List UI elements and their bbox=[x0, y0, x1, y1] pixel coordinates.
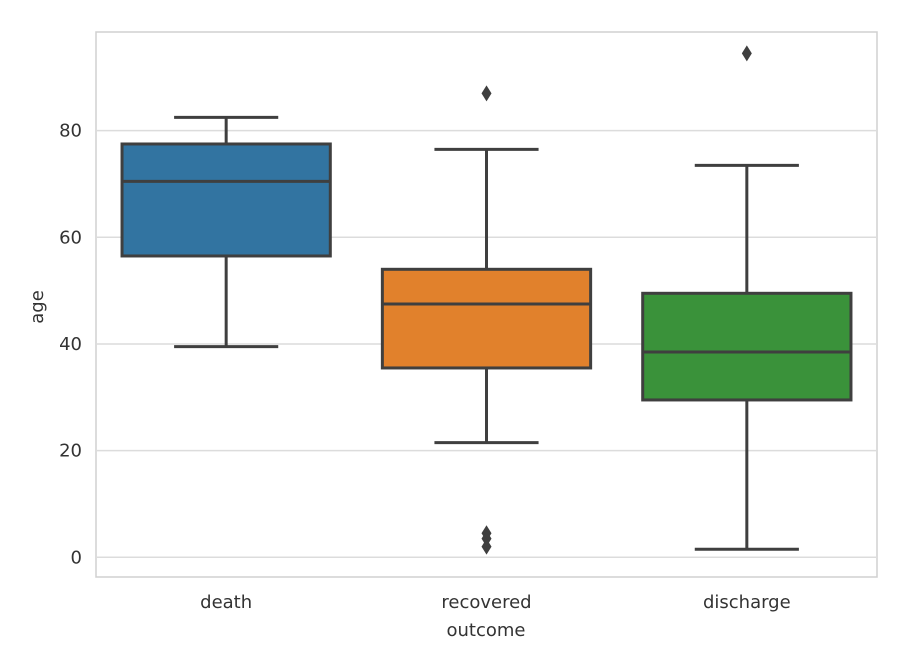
box-group-discharge bbox=[641, 45, 853, 551]
x-tick-labels: death recovered discharge bbox=[200, 592, 791, 613]
y-tick-label-0: 0 bbox=[71, 547, 82, 568]
y-tick-labels: 0 20 40 60 80 bbox=[59, 121, 82, 569]
x-tick-label-recovered: recovered bbox=[441, 592, 531, 613]
outlier-point bbox=[481, 538, 492, 555]
box-death bbox=[120, 142, 332, 258]
x-axis-label: outcome bbox=[447, 620, 526, 641]
box-discharge bbox=[641, 291, 853, 402]
outlier-point bbox=[481, 85, 492, 102]
boxes bbox=[120, 45, 853, 555]
y-tick-label-40: 40 bbox=[59, 334, 82, 355]
y-tick-label-80: 80 bbox=[59, 121, 82, 142]
box-recovered bbox=[380, 267, 593, 370]
box-group-recovered bbox=[380, 85, 593, 555]
box-group-death bbox=[120, 115, 332, 349]
y-axis-label: age bbox=[27, 290, 48, 324]
x-tick-label-death: death bbox=[200, 592, 252, 613]
x-tick-label-discharge: discharge bbox=[703, 592, 791, 613]
y-tick-label-60: 60 bbox=[59, 227, 82, 248]
outlier-point bbox=[741, 45, 752, 62]
y-tick-label-20: 20 bbox=[59, 441, 82, 462]
